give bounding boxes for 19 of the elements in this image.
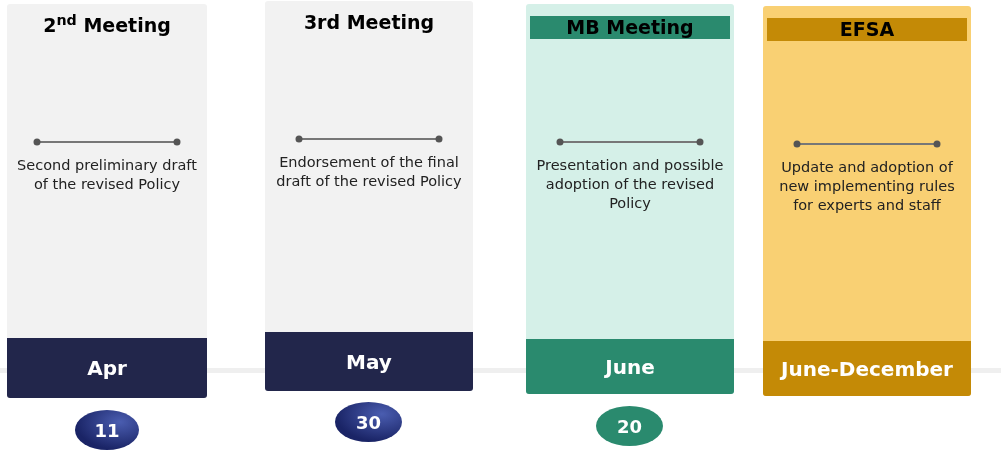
day-badge: 20	[596, 406, 663, 446]
milestone-card	[763, 6, 971, 396]
card-title: 2$^{nd}$ Meeting	[42, 14, 172, 37]
month-band: May	[265, 332, 473, 391]
milestone-description: Endorsement of the final draft of the revised Policy	[275, 153, 463, 191]
milestone-description: Presentation and possible adoption of the revised Policy	[535, 156, 725, 213]
milestone-card	[265, 1, 473, 391]
card-title: 3rd Meeting	[302, 11, 436, 34]
milestone-description: Update and adoption of new implementing rules for experts and staff	[778, 158, 956, 215]
day-badge: 11	[75, 410, 139, 450]
milestone-card	[526, 4, 734, 394]
card-title: EFSA	[767, 18, 967, 41]
month-band: Apr	[7, 338, 207, 398]
month-band: June-December	[763, 341, 971, 396]
card-title: MB Meeting	[530, 16, 730, 39]
day-badge: 30	[335, 402, 402, 442]
milestone-card	[7, 4, 207, 398]
milestone-description: Second preliminary draft of the revised Policy	[16, 156, 198, 194]
month-band: June	[526, 339, 734, 394]
